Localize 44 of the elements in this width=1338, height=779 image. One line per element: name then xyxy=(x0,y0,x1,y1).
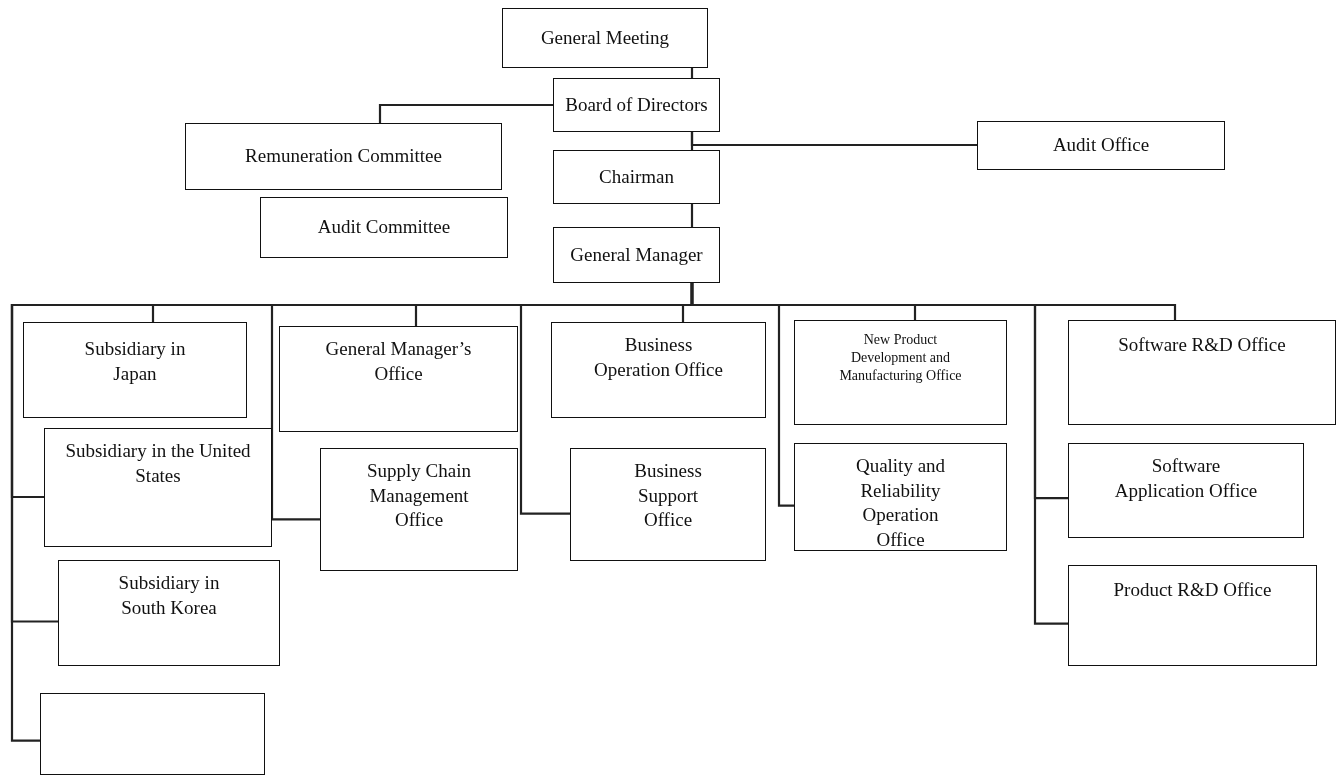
org-unit-box xyxy=(553,227,720,283)
org-unit-box xyxy=(553,78,720,132)
unit-name: Subsidiary in South Korea xyxy=(117,571,221,620)
unit-name: Software Application Office xyxy=(1113,454,1259,503)
unit-name: Product R&D Office xyxy=(1113,578,1272,602)
org-unit-box xyxy=(570,448,766,561)
connector-line xyxy=(378,103,553,123)
org-unit-box xyxy=(279,326,518,432)
org-unit-box xyxy=(1068,565,1317,666)
org-unit-box xyxy=(794,320,1007,425)
unit-name: Audit Office xyxy=(1052,133,1150,158)
unit-name: Business Support Office xyxy=(633,459,703,533)
unit-name: Remuneration Committee xyxy=(245,144,442,169)
unit-name: General Manager xyxy=(570,242,703,267)
unit-name: General Meeting xyxy=(540,25,670,50)
org-unit-box xyxy=(502,8,708,68)
org-unit-box xyxy=(553,150,720,204)
unit-name: New Product Development and Manufacturing Office xyxy=(838,331,963,386)
org-unit-box xyxy=(1068,443,1304,538)
connector-line xyxy=(690,204,694,227)
org-unit-box xyxy=(23,322,247,418)
org-unit-box xyxy=(44,428,272,547)
unit-name: Supply Chain Management Office xyxy=(366,459,472,533)
unit-name: Quality and Reliability Operation Office xyxy=(854,454,947,553)
org-unit-box xyxy=(794,443,1007,551)
unit-name: Chairman xyxy=(599,164,674,189)
unit-name: Software R&D Office xyxy=(1118,333,1286,357)
org-unit-box xyxy=(1068,320,1336,425)
unit-name: Board of Directors xyxy=(565,92,708,117)
org-unit-box xyxy=(320,448,518,571)
unit-name: Subsidiary in Japan xyxy=(83,337,187,386)
org-unit-box xyxy=(977,121,1225,170)
unit-name: Audit Committee xyxy=(317,215,451,240)
empty-box xyxy=(40,693,265,775)
org-unit-box xyxy=(551,322,766,418)
org-unit-box xyxy=(185,123,502,190)
connector-line xyxy=(690,283,1068,625)
connector-line xyxy=(690,68,694,78)
org-unit-box xyxy=(58,560,280,666)
unit-name: Business Operation Office xyxy=(593,333,724,382)
connector-line xyxy=(690,132,694,150)
unit-name: General Manager’s Office xyxy=(324,337,473,386)
org-unit-box xyxy=(260,197,508,258)
unit-name: Subsidiary in the United States xyxy=(64,439,252,488)
